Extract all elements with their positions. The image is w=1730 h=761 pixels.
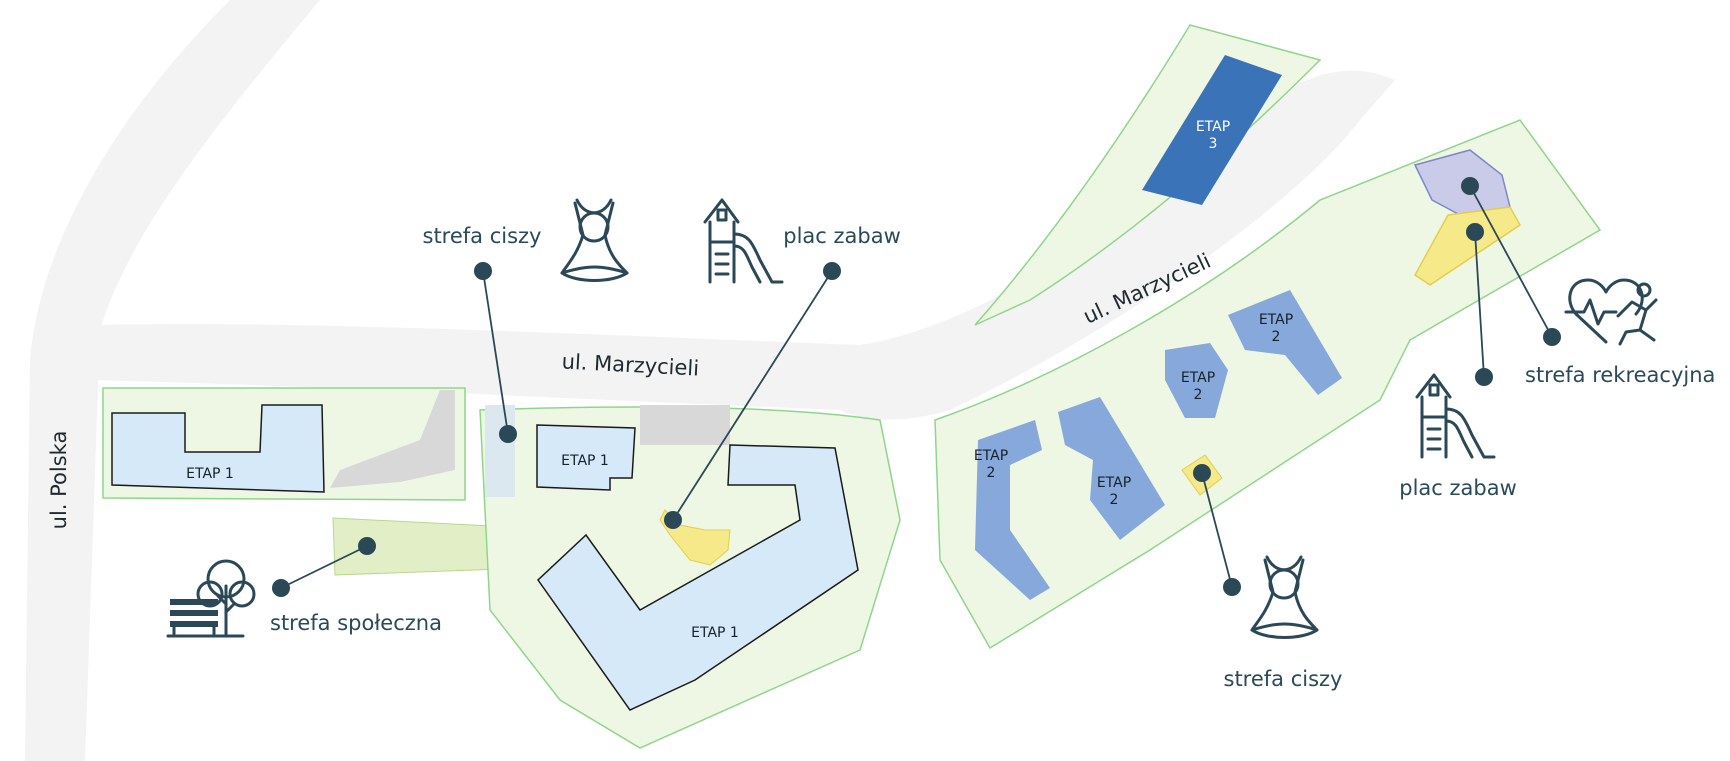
etap1-buildings: ETAP 1 ETAP 1 ETAP 1	[111, 404, 859, 711]
leader-playground-east	[1474, 231, 1485, 378]
parking-lot	[330, 390, 455, 488]
zone-label-quiet-east: strefa ciszy	[1224, 667, 1343, 691]
leader-playground-north	[672, 270, 833, 521]
green-area-west-main	[479, 406, 901, 749]
building-etap3	[1142, 55, 1282, 205]
building-etap1-west	[111, 404, 325, 493]
pin-playground-east-target[interactable]	[1466, 223, 1484, 241]
building-etap2-b	[1058, 397, 1165, 540]
leader-lines	[280, 185, 1553, 589]
zone-label-recreation: strefa rekreacyjna	[1525, 363, 1715, 387]
pin-playground-north-target[interactable]	[664, 511, 682, 529]
meditation-icon	[560, 198, 629, 282]
bench-tree-icon	[166, 559, 256, 638]
road-polska	[25, 0, 320, 761]
road-marzycieli	[90, 70, 1395, 420]
etap2-etap3-buildings: ETAP 2 ETAP 2 ETAP 2 ETAP 2 ETAP 3	[974, 55, 1342, 600]
building-etap1-south	[537, 444, 859, 711]
label-etap1-south: ETAP 1	[691, 625, 739, 641]
leader-quiet-north	[482, 270, 509, 435]
label-etap1-west: ETAP 1	[186, 466, 234, 482]
pin-social-target[interactable]	[358, 537, 376, 555]
label-etap3-2: 3	[1209, 136, 1218, 152]
label-etap2-c-1: ETAP	[1181, 370, 1215, 386]
leader-social	[280, 545, 368, 589]
zone-label-playground-north: plac zabaw	[783, 224, 901, 248]
label-etap2-b-2: 2	[1110, 492, 1119, 508]
pin-recreation-anchor[interactable]	[1543, 328, 1561, 346]
label-etap2-b-1: ETAP	[1097, 475, 1131, 491]
street-label-polska: ul. Polska	[47, 431, 71, 530]
zone-label-playground-east: plac zabaw	[1399, 476, 1517, 500]
pins	[272, 177, 1561, 597]
label-etap1-center: ETAP 1	[561, 453, 609, 469]
roads	[25, 0, 1395, 761]
building-etap1-center	[536, 424, 636, 491]
building-etap2-d	[1228, 290, 1342, 395]
label-etap2-a-2: 2	[987, 465, 996, 481]
pin-quiet-north-anchor[interactable]	[474, 262, 492, 280]
pin-quiet-north-target[interactable]	[499, 425, 517, 443]
quiet-zone-patch	[485, 405, 515, 497]
label-etap3-1: ETAP	[1196, 119, 1230, 135]
label-etap2-c-2: 2	[1194, 387, 1203, 403]
heart-running-icon	[1564, 278, 1658, 346]
label-etap2-a-1: ETAP	[974, 448, 1008, 464]
building-etap2-a	[975, 420, 1050, 600]
label-etap2-d-1: ETAP	[1259, 312, 1293, 328]
pin-playground-east-anchor[interactable]	[1475, 368, 1493, 386]
paved-courtyard	[640, 405, 730, 445]
pin-quiet-east-target[interactable]	[1193, 464, 1211, 482]
zone-label-social: strefa społeczna	[270, 611, 442, 635]
pin-playground-north-anchor[interactable]	[823, 262, 841, 280]
pin-quiet-east-anchor[interactable]	[1223, 578, 1241, 596]
label-etap2-d-2: 2	[1272, 329, 1281, 345]
leader-quiet-east	[1201, 472, 1233, 588]
playground-icon	[703, 198, 784, 284]
meditation-icon-east	[1250, 555, 1319, 639]
playground-icon-east	[1415, 373, 1496, 459]
playground-zone-east	[1414, 206, 1521, 286]
zone-label-quiet-north: strefa ciszy	[423, 224, 542, 248]
pin-social-anchor[interactable]	[272, 579, 290, 597]
building-etap2-c	[1165, 343, 1228, 418]
pin-recreation-target[interactable]	[1461, 177, 1479, 195]
leader-recreation	[1469, 185, 1553, 338]
